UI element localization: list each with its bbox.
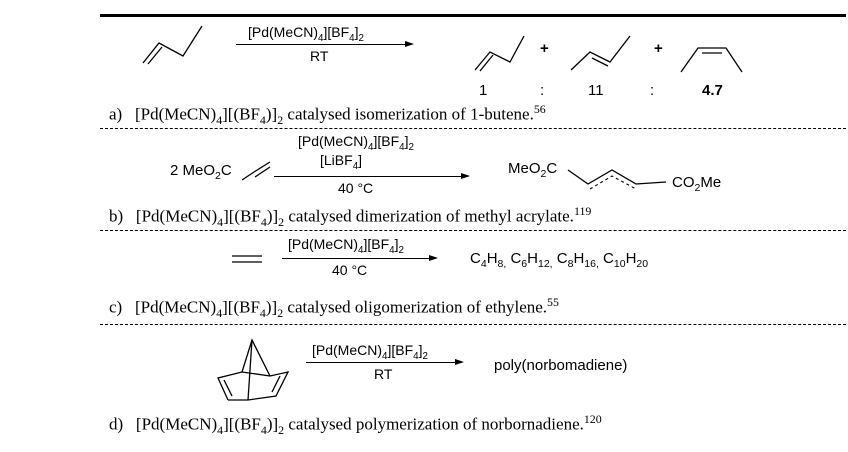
divider-bc: [100, 230, 846, 231]
caption-a: a) [Pd(MeCN)4][(BF4)]2 catalysed isomeri…: [109, 102, 546, 128]
product-b-right: CO2Me: [672, 174, 722, 194]
polymer-product: poly(norbomadiene): [494, 357, 628, 374]
caption-b: b) [Pd(MeCN)4][(BF4)]2 catalysed dimeriz…: [109, 204, 592, 230]
reagent-b-mid: [LiBF4]: [320, 152, 363, 172]
reaction-arrow-c: [282, 255, 438, 261]
reagent-b-bottom: 40 °C: [338, 180, 374, 196]
ratio-11: 11: [588, 82, 604, 99]
ratio-colon-2: :: [650, 82, 655, 99]
ratio-colon-1: :: [540, 82, 545, 99]
plus-sign-2: +: [654, 40, 663, 57]
reaction-arrow-b: [274, 173, 470, 179]
reagent-d-bottom: RT: [374, 366, 393, 382]
plus-sign-1: +: [540, 40, 549, 57]
reagent-c-top: [Pd(MeCN)4][BF4]2: [288, 236, 404, 256]
caption-d: d) [Pd(MeCN)4][(BF4)]2 catalysed polymer…: [109, 412, 602, 438]
1-butene-product: [474, 35, 525, 72]
reagent-b-top: [Pd(MeCN)4][BF4]2: [298, 133, 414, 153]
trans-2-butene: [570, 35, 631, 71]
top-rule: [100, 14, 846, 17]
reagent-d-top: [Pd(MeCN)4][BF4]2: [312, 342, 428, 362]
ratio-4-7: 4.7: [702, 82, 723, 99]
caption-c: c) [Pd(MeCN)4][(BF4)]2 catalysed oligome…: [109, 295, 559, 321]
reaction-arrow-d: [306, 359, 464, 365]
oligomer-products: C4H8, C6H12, C8H16, C10H20: [470, 250, 649, 270]
reagent-a-bottom: RT: [310, 48, 329, 64]
dimer-chain: [567, 169, 667, 190]
divider-cd: [100, 324, 846, 325]
methyl-acrylate-vinyl: [241, 161, 271, 181]
norbornadiene: [217, 338, 290, 401]
product-b-left: MeO2C: [508, 160, 558, 180]
reagent-a-top: [Pd(MeCN)4][BF4]2: [248, 24, 364, 44]
reagent-c-bottom: 40 °C: [332, 262, 368, 278]
methyl-acrylate-label: 2 MeO2C: [170, 162, 232, 182]
cis-2-butene: [680, 47, 743, 73]
1-butene-reactant: [142, 25, 203, 65]
ratio-1: 1: [479, 82, 488, 99]
divider-ab: [100, 128, 846, 129]
reaction-arrow-a: [236, 41, 414, 47]
ethylene: [232, 255, 262, 263]
